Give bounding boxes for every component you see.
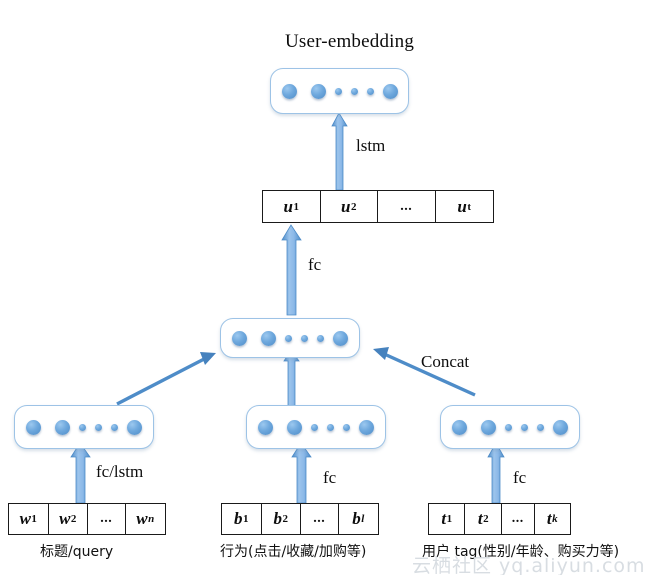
concat-layer xyxy=(220,318,360,358)
ellipsis-dot xyxy=(343,423,350,431)
neuron xyxy=(382,83,398,99)
ellipsis-dot xyxy=(95,423,102,431)
label-fc-lstm-left: fc/lstm xyxy=(96,462,144,481)
ellipsis-dot xyxy=(350,87,358,95)
hidden-layer-tag xyxy=(440,405,580,449)
arrow-lstm xyxy=(331,112,348,191)
arrow-fc-right xyxy=(487,442,505,504)
ellipsis-dot xyxy=(366,87,374,95)
caption-behavior: 行为(点击/收藏/加购等) xyxy=(220,544,367,560)
neuron xyxy=(452,419,467,435)
token-cell-ellipsis: ... xyxy=(502,504,535,534)
arrow-concat-left xyxy=(116,352,216,406)
watermark: 云栖社区 yq.aliyun.com xyxy=(412,555,646,575)
arrow-fc-top xyxy=(281,224,302,316)
neuron-row xyxy=(15,406,153,448)
hidden-layer-behavior xyxy=(246,405,386,449)
ellipsis-dot xyxy=(111,423,118,431)
hidden-layer-query xyxy=(14,405,154,449)
ellipsis-dot xyxy=(505,423,512,431)
neuron xyxy=(553,419,568,435)
caption-tag: 用户 tag(性别/年龄、购买力等) xyxy=(422,544,620,560)
label-lstm: lstm xyxy=(356,136,386,155)
neuron xyxy=(287,419,302,435)
neuron xyxy=(55,419,70,435)
neuron xyxy=(261,330,276,346)
neuron xyxy=(26,419,41,435)
label-fc-top: fc xyxy=(308,255,322,274)
label-fc-middle: fc xyxy=(323,468,337,487)
arrow-concat-middle xyxy=(283,349,300,409)
neuron xyxy=(481,419,496,435)
neuron xyxy=(310,83,326,99)
ellipsis-dot xyxy=(311,423,318,431)
neuron-row xyxy=(271,69,408,113)
ellipsis-dot xyxy=(285,334,292,342)
ellipsis-dot xyxy=(301,334,308,342)
arrow-fc-left xyxy=(70,442,91,504)
user-embedding-layer xyxy=(270,68,409,114)
ellipsis-dot xyxy=(79,423,86,431)
ellipsis-dot xyxy=(521,423,528,431)
neuron-row xyxy=(441,406,579,448)
label-fc-right: fc xyxy=(513,468,527,487)
neuron xyxy=(258,419,273,435)
label-concat: Concat xyxy=(421,352,470,371)
token-cell-ellipsis: ... xyxy=(88,504,126,534)
neuron xyxy=(281,83,297,99)
neuron xyxy=(359,419,374,435)
caption-query: 标题/query xyxy=(40,544,114,560)
neuron xyxy=(232,330,247,346)
token-cell-ellipsis: ... xyxy=(378,191,436,222)
neuron xyxy=(127,419,142,435)
token-cell-ellipsis: ... xyxy=(301,504,339,534)
neuron-row xyxy=(247,406,385,448)
ellipsis-dot xyxy=(317,334,324,342)
neuron xyxy=(333,330,348,346)
neuron-row xyxy=(221,319,359,357)
page-title: User-embedding xyxy=(285,31,415,52)
ellipsis-dot xyxy=(537,423,544,431)
ellipsis-dot xyxy=(334,87,342,95)
arrow-fc-middle xyxy=(291,442,312,504)
ellipsis-dot xyxy=(327,423,334,431)
